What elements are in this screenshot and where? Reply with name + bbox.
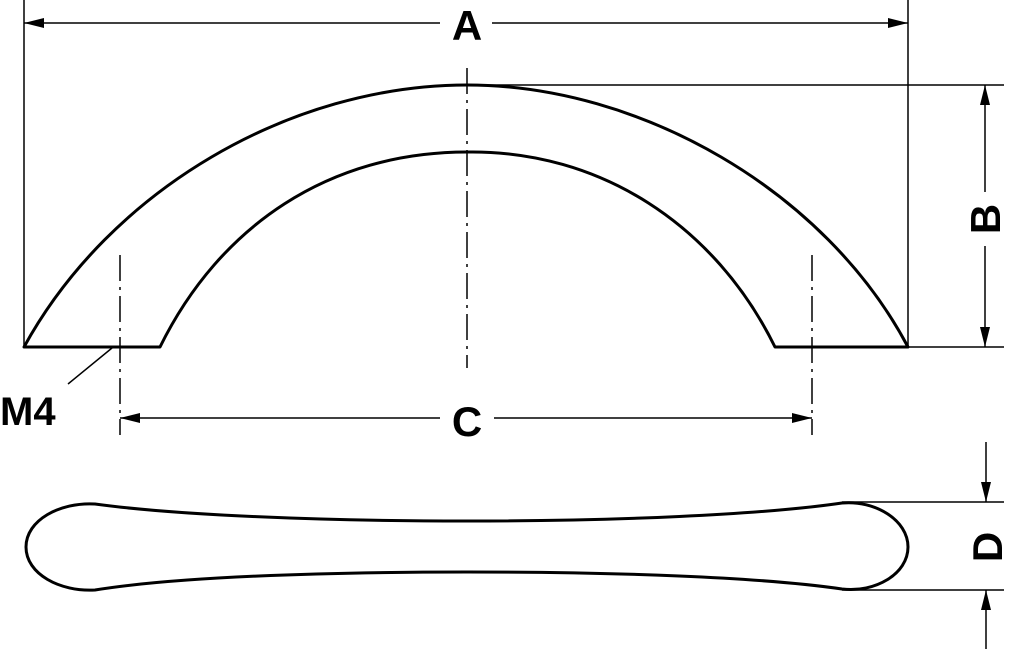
label-c: C	[452, 398, 482, 445]
dimension-b	[467, 84, 1004, 348]
dimension-a	[23, 0, 909, 347]
label-b: B	[962, 204, 1009, 234]
front-view	[22, 83, 910, 349]
handle-top-view-outline	[24, 501, 910, 592]
handle-arch-outline	[22, 83, 910, 349]
label-m4: M4	[0, 390, 56, 434]
label-a: A	[452, 2, 482, 49]
m4-leader-line	[67, 347, 113, 385]
label-d: D	[964, 532, 1011, 562]
dimension-d	[842, 442, 1004, 649]
